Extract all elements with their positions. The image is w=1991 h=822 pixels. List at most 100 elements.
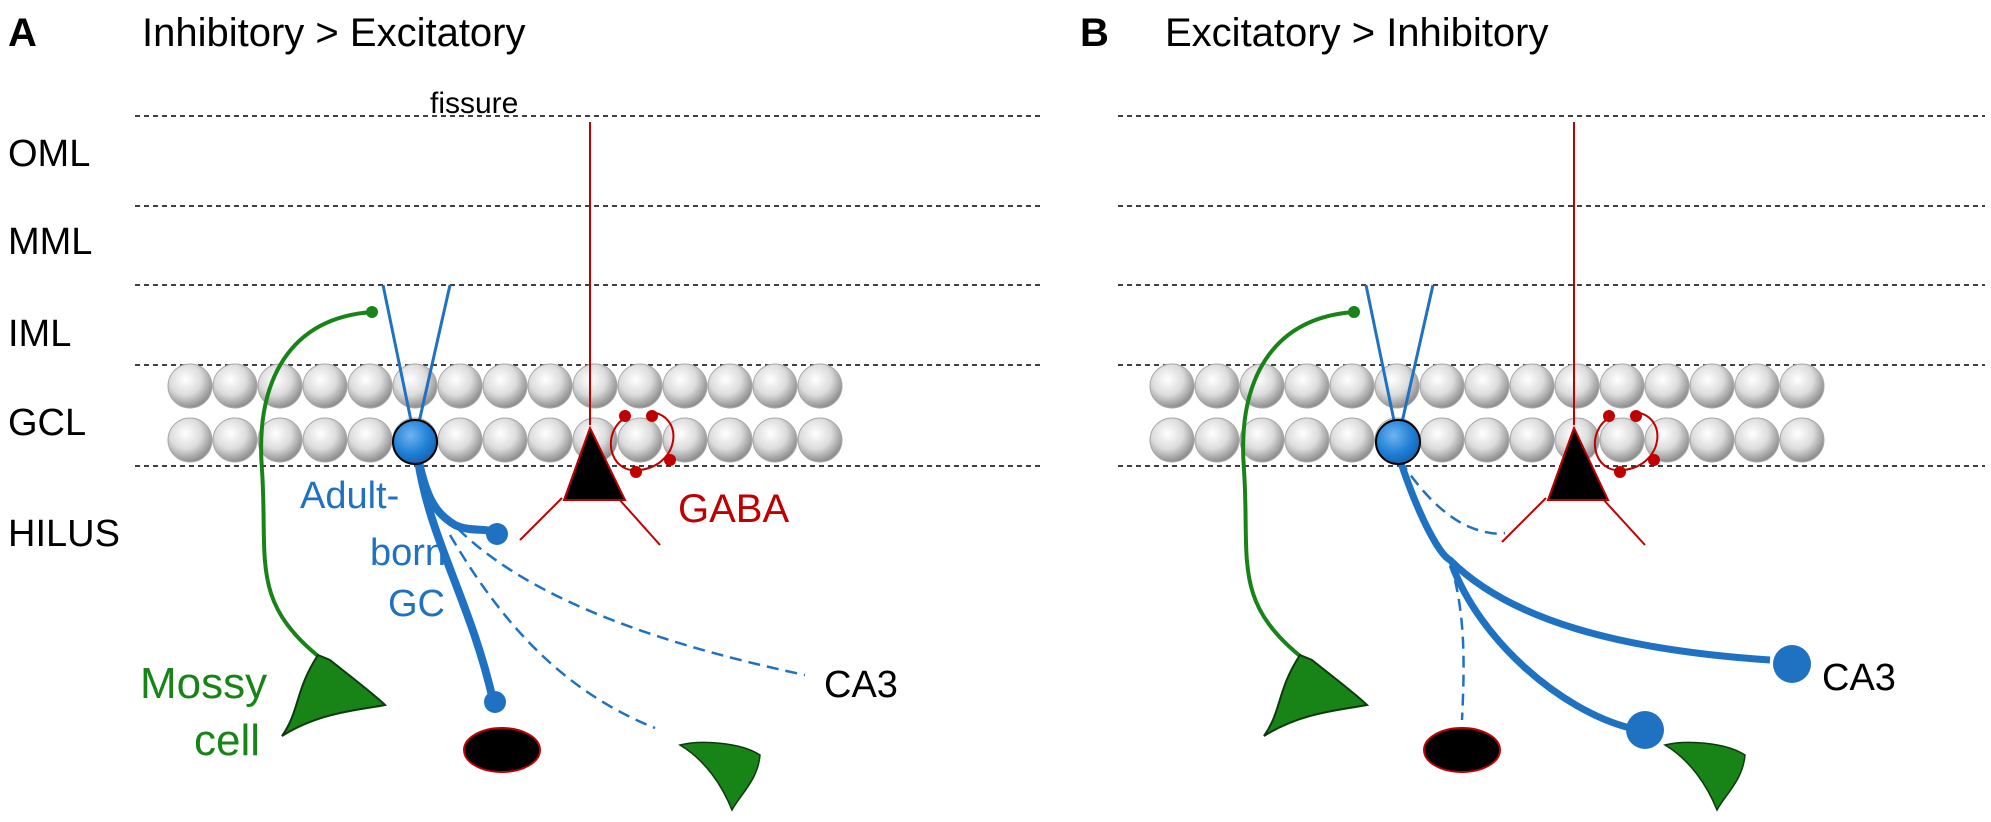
interneuron-dendrite-left <box>519 497 563 541</box>
strong-projection-ca3 <box>1396 458 1771 664</box>
mossy-label-line2: cell <box>194 716 260 765</box>
granule-cell <box>617 417 663 463</box>
ca3-label-b: CA3 <box>1822 657 1896 699</box>
gaba-label: GABA <box>678 487 789 531</box>
panel-a-letter: A <box>8 11 37 55</box>
granule-cell <box>1284 363 1330 409</box>
granule-cell <box>1734 363 1780 409</box>
layer-label-mml: MML <box>8 221 92 263</box>
granule-cell <box>1419 363 1465 409</box>
adult-born-dendrite <box>413 284 452 441</box>
gaba-bouton <box>619 410 631 422</box>
strong-projection-mossy <box>1448 563 1631 732</box>
granule-cell <box>527 417 573 463</box>
granule-cell <box>437 363 483 409</box>
weak-projection-mossy <box>448 534 656 730</box>
granule-cell <box>1689 363 1735 409</box>
gaba-bouton <box>646 410 658 422</box>
granule-cell-layer <box>1149 363 1825 463</box>
layer-label-oml: OML <box>8 133 90 175</box>
mossy-target-bouton <box>1626 711 1664 749</box>
mossy-cell-axon <box>1241 310 1355 658</box>
panel-b: B Excitatory > Inhibitory <box>1080 11 1985 812</box>
mossy-cell-terminal <box>366 306 378 318</box>
layer-label-iml: IML <box>8 313 71 355</box>
granule-cell <box>437 417 483 463</box>
panel-a: A Inhibitory > Excitatory fissure OML MM… <box>8 11 1040 812</box>
granule-cell <box>167 363 213 409</box>
adult-born-dendrite <box>1364 284 1400 441</box>
mossy-cell-body <box>1263 653 1370 737</box>
granule-cell <box>347 363 393 409</box>
mossy-fiber-bouton <box>486 523 508 545</box>
gaba-bouton <box>1614 466 1626 478</box>
adult-born-dendrite <box>1396 284 1435 441</box>
granule-cell <box>1509 417 1555 463</box>
weak-projection-interneuron <box>1448 561 1465 721</box>
adult-born-gc-soma <box>1375 419 1421 465</box>
granule-cell <box>1329 363 1375 409</box>
interneuron-dendrite-right <box>1601 497 1646 546</box>
granule-cell <box>1554 363 1600 409</box>
adult-born-gc-soma <box>392 419 438 465</box>
granule-cell <box>1149 417 1195 463</box>
adult-born-dendrite <box>381 284 417 441</box>
adult-born-label-line2: born <box>370 532 446 574</box>
mossy-cell-body <box>281 653 388 737</box>
granule-cell <box>482 417 528 463</box>
granule-cell <box>1329 417 1375 463</box>
granule-cell <box>212 363 258 409</box>
layer-label-hilus: HILUS <box>8 513 120 555</box>
interneuron-soma <box>1546 425 1610 501</box>
granule-cell <box>302 363 348 409</box>
granule-cell <box>1239 417 1285 463</box>
mossy-cell-terminal <box>1348 306 1360 318</box>
gaba-bouton <box>1648 454 1660 466</box>
weak-projection-ca3 <box>444 514 806 677</box>
granule-cell <box>527 363 573 409</box>
granule-cell <box>707 363 753 409</box>
granule-cell <box>1284 417 1330 463</box>
adult-born-label-line1: Adult- <box>300 475 399 517</box>
interneuron-target <box>1423 727 1501 773</box>
granule-cell <box>662 363 708 409</box>
gaba-bouton <box>630 466 642 478</box>
mossy-label-line1: Mossy <box>140 659 267 708</box>
fissure-label: fissure <box>430 87 518 120</box>
mossy-fiber-bouton <box>484 691 506 713</box>
granule-cell <box>1599 363 1645 409</box>
granule-cell <box>1419 417 1465 463</box>
panel-b-letter: B <box>1080 11 1109 55</box>
granule-cell <box>662 417 708 463</box>
granule-cell <box>617 363 663 409</box>
ca3-label-a: CA3 <box>824 664 898 706</box>
adult-born-label-line3: GC <box>388 583 445 625</box>
weak-collateral <box>1398 459 1506 535</box>
mossy-cell-axon <box>259 310 373 658</box>
granule-cell <box>1779 363 1825 409</box>
granule-cell <box>707 417 753 463</box>
gaba-bouton <box>1630 410 1642 422</box>
granule-cell <box>797 417 843 463</box>
granule-cell-layer <box>167 363 843 463</box>
interneuron-dendrite-right <box>617 497 661 546</box>
granule-cell <box>257 417 303 463</box>
granule-cell <box>1644 363 1690 409</box>
granule-cell <box>752 417 798 463</box>
granule-cell <box>1779 417 1825 463</box>
granule-cell <box>167 417 213 463</box>
granule-cell <box>482 363 528 409</box>
granule-cell <box>212 417 258 463</box>
granule-cell <box>302 417 348 463</box>
granule-cell <box>1464 363 1510 409</box>
mossy-fiber-main <box>414 459 497 701</box>
panel-b-title: Excitatory > Inhibitory <box>1165 11 1549 55</box>
granule-cell <box>572 363 618 409</box>
granule-cell <box>1509 363 1555 409</box>
ca3-bouton <box>1773 645 1811 683</box>
granule-cell <box>1599 417 1645 463</box>
mossy-cell-target <box>1663 741 1746 812</box>
granule-cell <box>797 363 843 409</box>
mossy-cell-target <box>678 741 761 812</box>
